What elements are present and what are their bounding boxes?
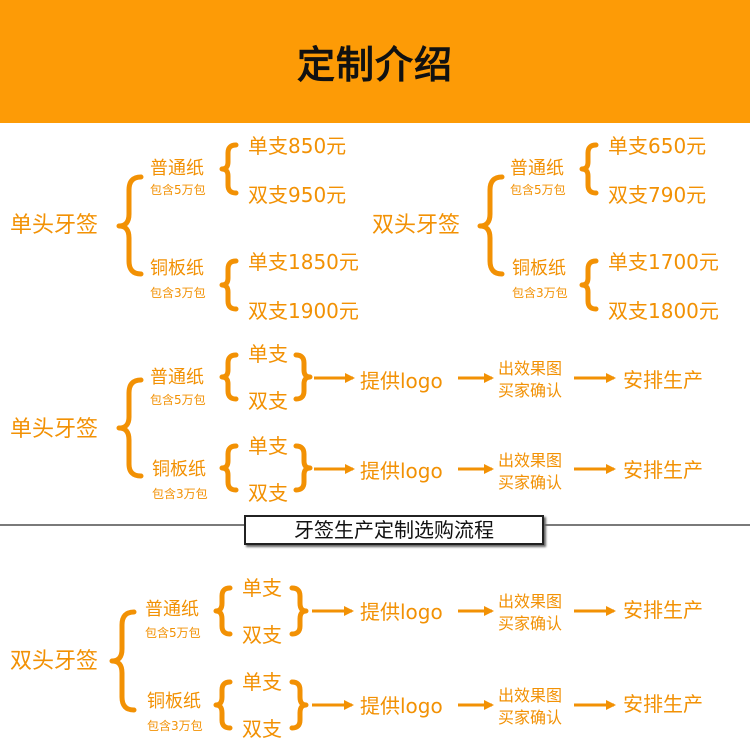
option-label: 单支 [248, 342, 288, 366]
left-brace-icon [116, 377, 144, 479]
pack-label: 包含3万包 [150, 286, 206, 300]
right-brace-icon [293, 443, 313, 493]
step-confirm-line: 买家确认 [498, 473, 563, 492]
left-brace-icon [579, 258, 599, 312]
option-label: 双支 [242, 717, 282, 741]
process-title: 牙签生产定制选购流程 [294, 518, 494, 542]
product-label: 单头牙签 [10, 417, 99, 442]
left-brace-icon [219, 258, 239, 312]
option-label: 单支 [242, 576, 282, 600]
left-brace-icon [109, 609, 137, 713]
step-production: 安排生产 [623, 692, 703, 716]
step-confirm-line: 买家确认 [498, 614, 563, 633]
left-brace-icon [213, 585, 233, 637]
price-label: 单支850元 [248, 134, 347, 158]
product-label: 双头牙签 [372, 213, 461, 238]
step-preview: 出效果图买家确认 [498, 358, 562, 402]
option-label: 双支 [242, 623, 282, 647]
price-label: 双支790元 [608, 183, 707, 207]
paper-label: 铜板纸 [512, 258, 566, 279]
paper-label: 普通纸 [150, 367, 204, 388]
product-label: 双头牙签 [10, 649, 99, 674]
step-preview-line: 出效果图 [498, 592, 563, 611]
right-brace-icon [289, 679, 309, 731]
pack-label: 包含5万包 [150, 393, 206, 407]
paper-label: 普通纸 [510, 158, 564, 179]
price-label: 单支650元 [608, 134, 707, 158]
option-label: 单支 [242, 670, 282, 694]
step-preview: 出效果图买家确认 [498, 591, 562, 635]
step-preview-line: 出效果图 [498, 451, 563, 470]
left-brace-icon [219, 352, 239, 402]
pack-label: 包含5万包 [510, 183, 566, 197]
left-brace-icon [219, 443, 239, 493]
paper-label: 铜板纸 [147, 691, 201, 712]
option-label: 双支 [248, 481, 288, 505]
step-provide-logo: 提供logo [360, 694, 443, 718]
left-brace-icon [213, 679, 233, 731]
left-brace-icon [477, 174, 505, 277]
price-label: 单支1700元 [608, 250, 719, 274]
step-preview: 出效果图买家确认 [498, 450, 562, 494]
paper-label: 普通纸 [150, 158, 204, 179]
paper-label: 铜板纸 [150, 258, 204, 279]
step-production: 安排生产 [623, 458, 703, 482]
price-label: 单支1850元 [248, 250, 359, 274]
step-provide-logo: 提供logo [360, 600, 443, 624]
paper-label: 铜板纸 [152, 459, 206, 480]
paper-label: 普通纸 [145, 599, 199, 620]
price-label: 双支1800元 [608, 299, 719, 323]
header-banner: 定制介绍 [0, 0, 750, 123]
pack-label: 包含5万包 [150, 183, 206, 197]
option-label: 双支 [248, 389, 288, 413]
process-title-box: 牙签生产定制选购流程 [244, 515, 544, 545]
left-brace-icon [116, 174, 144, 277]
step-confirm-line: 买家确认 [498, 708, 563, 727]
option-label: 单支 [248, 434, 288, 458]
price-label: 双支1900元 [248, 299, 359, 323]
pack-label: 包含3万包 [152, 487, 208, 501]
price-label: 双支950元 [248, 183, 347, 207]
step-provide-logo: 提供logo [360, 369, 443, 393]
step-preview-line: 出效果图 [498, 359, 563, 378]
pack-label: 包含3万包 [147, 719, 203, 733]
left-brace-icon [219, 142, 239, 196]
step-production: 安排生产 [623, 598, 703, 622]
left-brace-icon [579, 142, 599, 196]
right-brace-icon [293, 352, 313, 402]
step-confirm-line: 买家确认 [498, 381, 563, 400]
step-production: 安排生产 [623, 368, 703, 392]
product-label: 单头牙签 [10, 213, 99, 238]
page-title: 定制介绍 [296, 43, 453, 87]
step-preview-line: 出效果图 [498, 686, 563, 705]
step-preview: 出效果图买家确认 [498, 685, 562, 729]
pack-label: 包含3万包 [512, 286, 568, 300]
pack-label: 包含5万包 [145, 626, 201, 640]
right-brace-icon [289, 585, 309, 637]
step-provide-logo: 提供logo [360, 459, 443, 483]
